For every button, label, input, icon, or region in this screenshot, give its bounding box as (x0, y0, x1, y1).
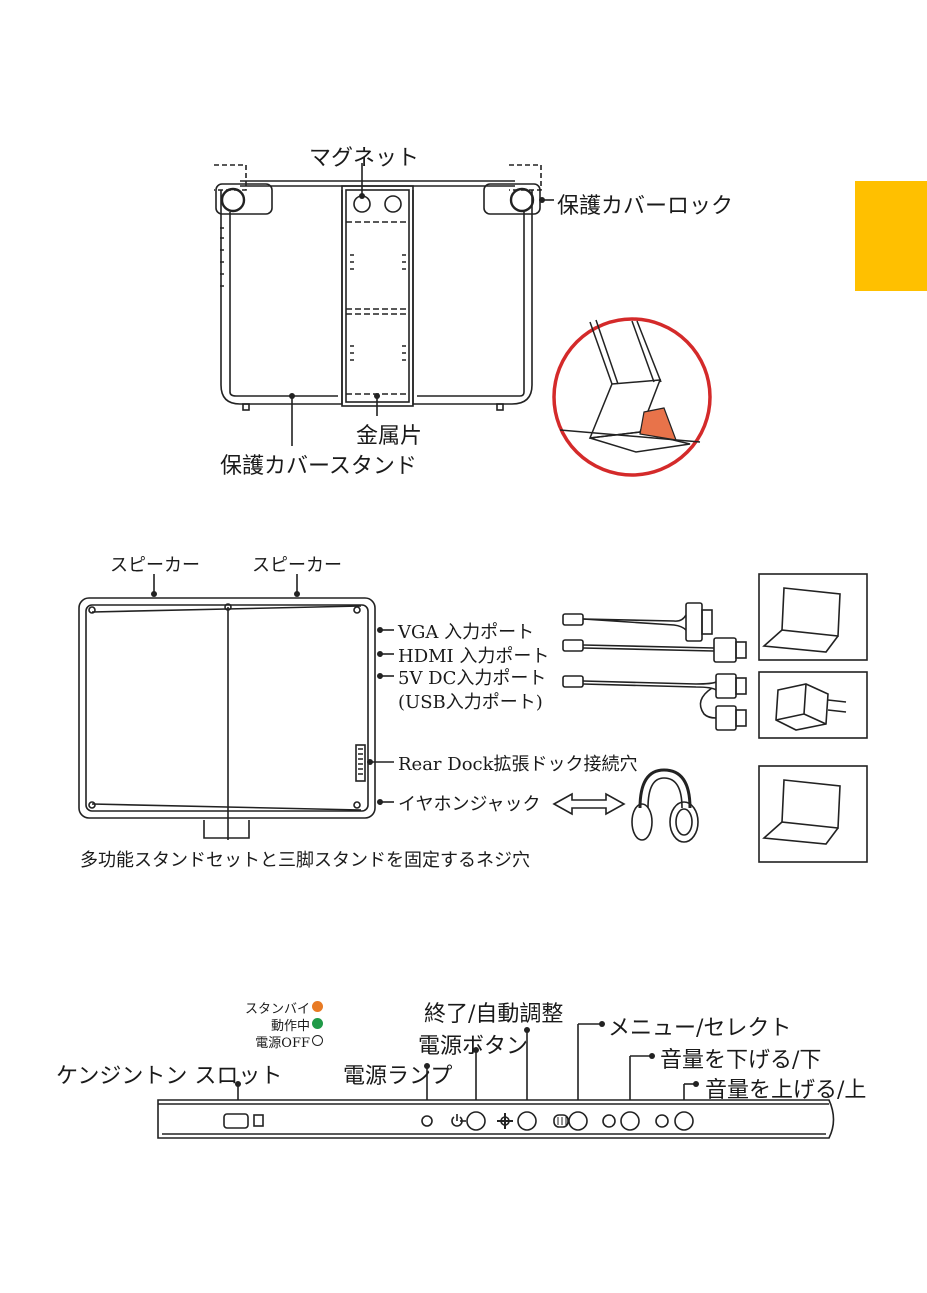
screw-hole-label: 多功能スタンドセットと三脚スタンドを固定するネジ穴 (80, 850, 530, 871)
cover-stand-label: 保護カバースタンド (220, 454, 417, 479)
vga-port-label: VGA 入力ポート (398, 622, 535, 643)
rear-dock-label: Rear Dock拡張ドック接続穴 (398, 754, 638, 775)
vol-down-label: 音量を下げる/下 (660, 1048, 822, 1073)
off-led-dot (312, 1035, 323, 1046)
magnet-label: マグネット (309, 146, 420, 171)
section-tab (855, 181, 927, 291)
standby-label: スタンバイ (244, 1002, 310, 1017)
power-button-label: 電源ボタン (418, 1034, 529, 1059)
hdmi-port-label: HDMI 入力ポート (398, 646, 550, 667)
speaker-left-label: スピーカー (110, 555, 200, 576)
menu-select-label: メニュー/セレクト (608, 1016, 792, 1041)
earphone-label: イヤホンジャック (398, 794, 541, 815)
power-off-label: 電源OFF (255, 1036, 310, 1051)
exit-auto-label: 終了/自動調整 (424, 1002, 564, 1027)
speaker-right-label: スピーカー (252, 555, 342, 576)
active-led-dot (312, 1018, 323, 1029)
power-lamp-label: 電源ランプ (343, 1064, 453, 1089)
standby-led-dot (312, 1001, 323, 1012)
vol-up-label: 音量を上げる/上 (705, 1078, 867, 1103)
dc-port-label: 5V DC入力ポート (398, 668, 547, 689)
cover-lock-label: 保護カバーロック (557, 194, 734, 219)
active-label: 動作中 (270, 1019, 310, 1034)
metal-piece-label: 金属片 (356, 424, 423, 449)
kensington-label: ケンジントン スロット (56, 1064, 283, 1089)
usb-port-label: (USB入力ポート) (398, 692, 543, 713)
